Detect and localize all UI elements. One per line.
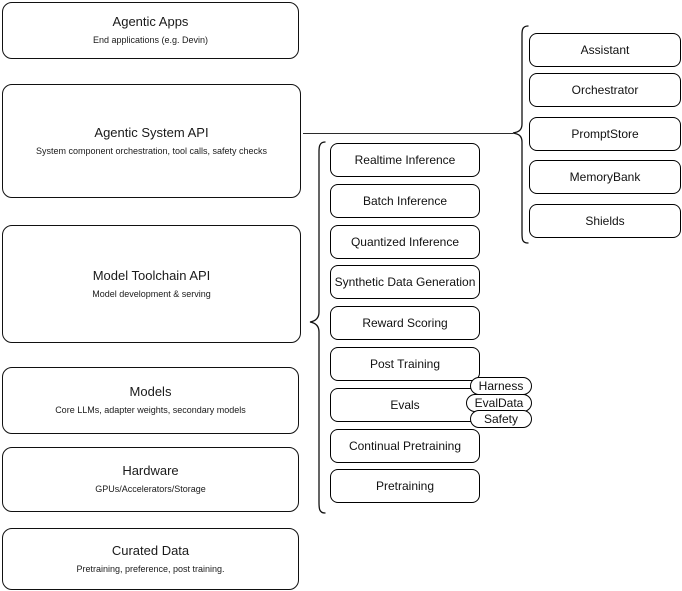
agentic-component-chip-assistant[interactable]: Assistant [529, 33, 681, 67]
brace-agentic-components [510, 24, 530, 248]
capability-label: Evals [390, 398, 420, 412]
capability-chip-reward-scoring[interactable]: Reward Scoring [330, 306, 480, 340]
capability-label: Continual Pretraining [348, 439, 462, 453]
capability-chip-quantized-inference[interactable]: Quantized Inference [330, 225, 480, 259]
layer-title: Agentic Apps [112, 14, 189, 30]
layer-subtitle: Pretraining, preference, post training. [76, 563, 225, 574]
agentic-component-chip-shields[interactable]: Shields [529, 204, 681, 238]
stack-layer-agentic-system-api[interactable]: Agentic System API System component orch… [2, 84, 301, 198]
layer-subtitle: Model development & serving [92, 288, 211, 299]
capability-label: Post Training [369, 357, 441, 371]
agentic-component-chip-orchestrator[interactable]: Orchestrator [529, 73, 681, 107]
layer-title: Hardware [122, 463, 179, 479]
capability-label: Realtime Inference [354, 153, 456, 167]
agentic-component-label: PromptStore [571, 127, 639, 141]
agentic-component-label: Orchestrator [571, 83, 639, 97]
capability-label: Synthetic Data Generation [334, 275, 476, 289]
agentic-component-label: Assistant [580, 43, 630, 57]
connector-line-agentic-system [303, 133, 513, 135]
stack-layer-agentic-apps[interactable]: Agentic Apps End applications (e.g. Devi… [2, 2, 299, 59]
agentic-component-chip-promptstore[interactable]: PromptStore [529, 117, 681, 151]
capability-chip-evals[interactable]: Evals [330, 388, 480, 422]
capability-label: Batch Inference [362, 194, 448, 208]
agentic-component-chip-memorybank[interactable]: MemoryBank [529, 160, 681, 194]
layer-title: Curated Data [111, 542, 190, 558]
layer-subtitle: Core LLMs, adapter weights, secondary mo… [55, 405, 246, 416]
layer-title: Model Toolchain API [92, 267, 211, 283]
layer-subtitle: GPUs/Accelerators/Storage [95, 484, 206, 495]
eval-subcomponent-label: Harness [478, 379, 524, 393]
capability-chip-post-training[interactable]: Post Training [330, 347, 480, 381]
capability-chip-continual-pretraining[interactable]: Continual Pretraining [330, 429, 480, 463]
layer-subtitle: End applications (e.g. Devin) [92, 35, 209, 46]
eval-subcomponent-label: EvalData [474, 396, 524, 410]
capability-label: Pretraining [375, 479, 435, 493]
agentic-component-label: MemoryBank [569, 170, 641, 184]
stack-layer-hardware[interactable]: Hardware GPUs/Accelerators/Storage [2, 447, 299, 512]
stack-layer-model-toolchain-api[interactable]: Model Toolchain API Model development & … [2, 225, 301, 343]
stack-layer-curated-data[interactable]: Curated Data Pretraining, preference, po… [2, 528, 299, 590]
layer-title: Agentic System API [94, 124, 209, 140]
agentic-component-label: Shields [585, 214, 625, 228]
eval-subcomponent-pill-harness[interactable]: Harness [470, 377, 532, 395]
brace-toolchain-capabilities [307, 140, 327, 520]
stack-layer-models[interactable]: Models Core LLMs, adapter weights, secon… [2, 367, 299, 434]
capability-label: Quantized Inference [350, 235, 460, 249]
capability-label: Reward Scoring [362, 316, 448, 330]
capability-chip-realtime-inference[interactable]: Realtime Inference [330, 143, 480, 177]
eval-subcomponent-pill-safety[interactable]: Safety [470, 410, 532, 428]
layer-title: Models [129, 384, 172, 400]
capability-chip-batch-inference[interactable]: Batch Inference [330, 184, 480, 218]
layer-subtitle: System component orchestration, tool cal… [35, 145, 268, 156]
capability-chip-pretraining[interactable]: Pretraining [330, 469, 480, 503]
capability-chip-synthetic-data-generation[interactable]: Synthetic Data Generation [330, 265, 480, 299]
eval-subcomponent-label: Safety [483, 412, 519, 426]
